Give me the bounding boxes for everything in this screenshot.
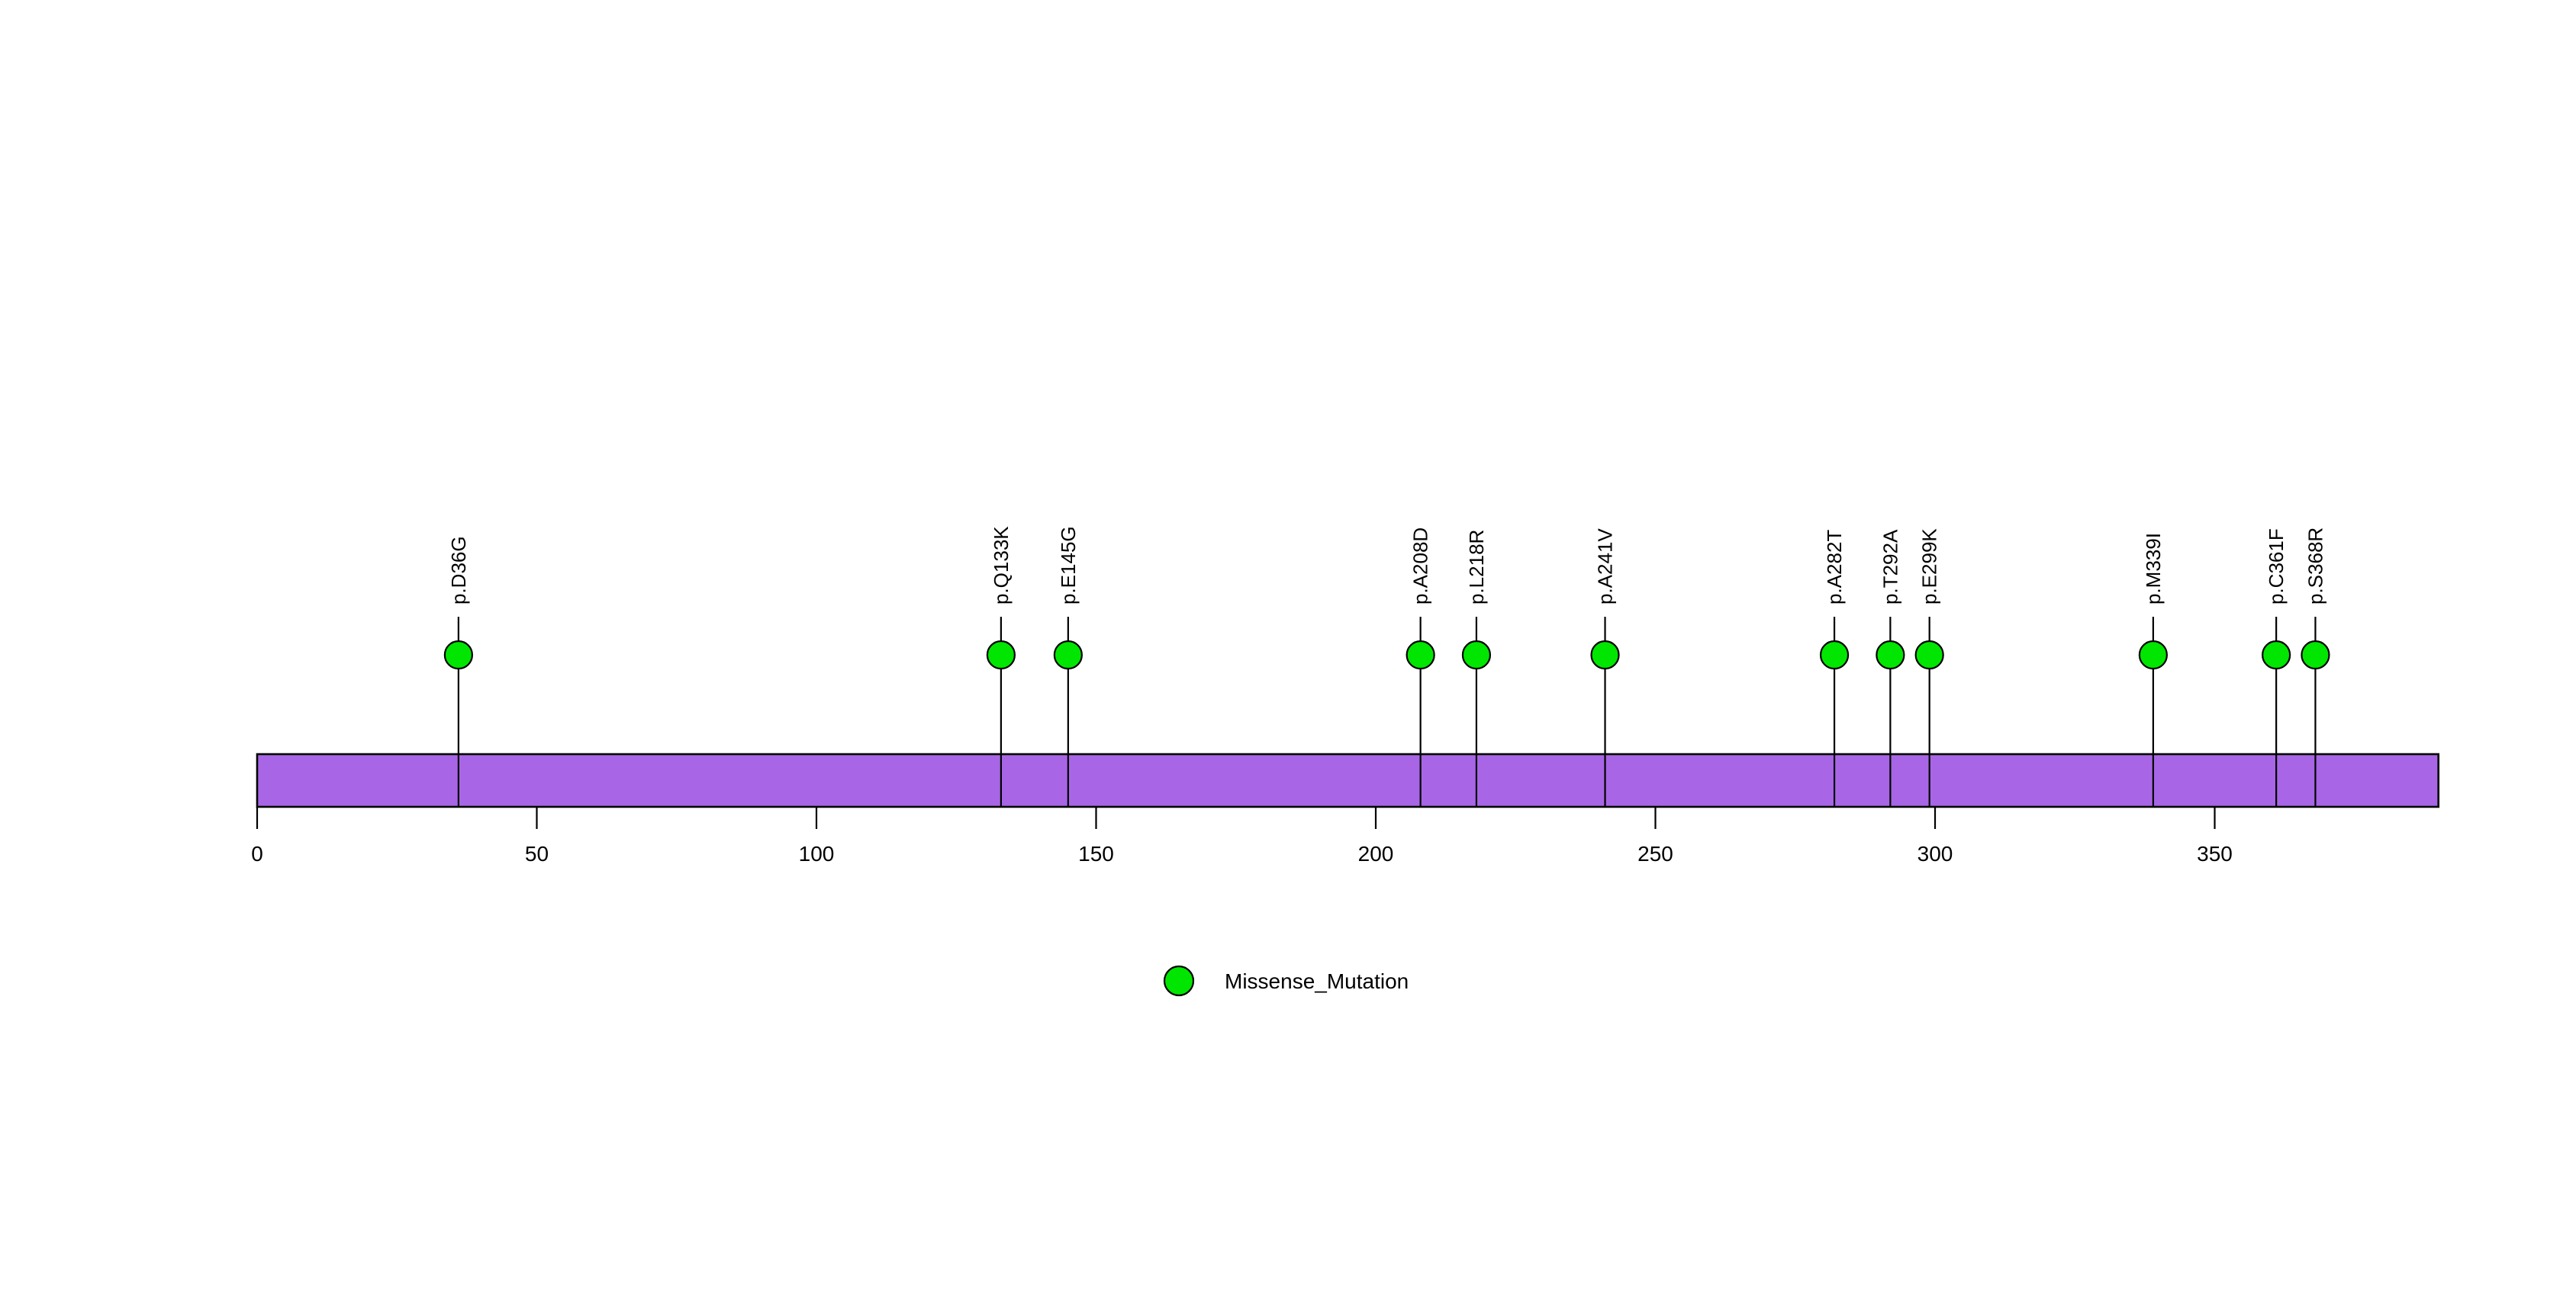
- mutation-marker-pM339I[interactable]: [2138, 640, 2168, 670]
- mutation-label-pA208D: p.A208D: [1409, 527, 1432, 605]
- axis-tick-label-300: 300: [1918, 842, 1953, 866]
- legend-marker-0: [1163, 965, 1195, 997]
- mutation-marker-pA282T[interactable]: [1819, 640, 1850, 670]
- mutation-label-pA241V: p.A241V: [1594, 528, 1617, 605]
- mutation-marker-pL218R[interactable]: [1461, 640, 1492, 670]
- axis-tick-label-50: 50: [525, 842, 549, 866]
- axis-tick-label-100: 100: [799, 842, 835, 866]
- axis-tick-label-350: 350: [2197, 842, 2233, 866]
- mutation-label-pD36G: p.D36G: [447, 536, 470, 605]
- axis-tick-label-250: 250: [1637, 842, 1673, 866]
- mutation-labels: p.D36G p.Q133K p.E145G p.A208D p.L218R p.A241…: [447, 526, 2327, 605]
- protein-backbone-bar: [256, 753, 2439, 808]
- mutation-label-pC361F: p.C361F: [2265, 528, 2288, 605]
- mutation-marker-pT292A[interactable]: [1876, 640, 1905, 670]
- mutation-marker-pS368R[interactable]: [2301, 640, 2330, 670]
- mutation-label-pM339I: p.M339I: [2142, 533, 2165, 605]
- mutation-marker-pA208D[interactable]: [1406, 640, 1435, 670]
- mutation-marker-pD36G[interactable]: [443, 640, 473, 670]
- axis-tick-label-200: 200: [1358, 842, 1394, 866]
- mutation-marker-pE299K[interactable]: [1914, 640, 1944, 670]
- mutation-marker-pC361F[interactable]: [2262, 640, 2291, 670]
- mutation-label-pE145G: p.E145G: [1057, 526, 1080, 605]
- legend: Missense_Mutation: [1163, 965, 1409, 997]
- mutation-marker-pA241V[interactable]: [1590, 640, 1620, 670]
- mutation-label-pQ133K: p.Q133K: [990, 526, 1013, 605]
- axis-tick-label-150: 150: [1078, 842, 1114, 866]
- mutation-markers[interactable]: [443, 640, 2330, 670]
- mutation-label-pE299K: p.E299K: [1918, 528, 1941, 605]
- mutation-label-pS368R: p.S368R: [2304, 527, 2326, 605]
- mutation-label-pA282T: p.A282T: [1823, 530, 1846, 605]
- mutation-label-pL218R: p.L218R: [1465, 530, 1488, 605]
- position-axis: 0 50 100 150 200 250 300 350: [251, 807, 2233, 866]
- axis-tick-label-0: 0: [251, 842, 263, 866]
- legend-label-0: Missense_Mutation: [1225, 969, 1409, 993]
- mutation-label-pT292A: p.T292A: [1879, 529, 1901, 605]
- mutation-marker-pQ133K[interactable]: [986, 640, 1016, 670]
- protein-domain-track: [256, 753, 2439, 808]
- mutation-marker-pE145G[interactable]: [1053, 640, 1083, 670]
